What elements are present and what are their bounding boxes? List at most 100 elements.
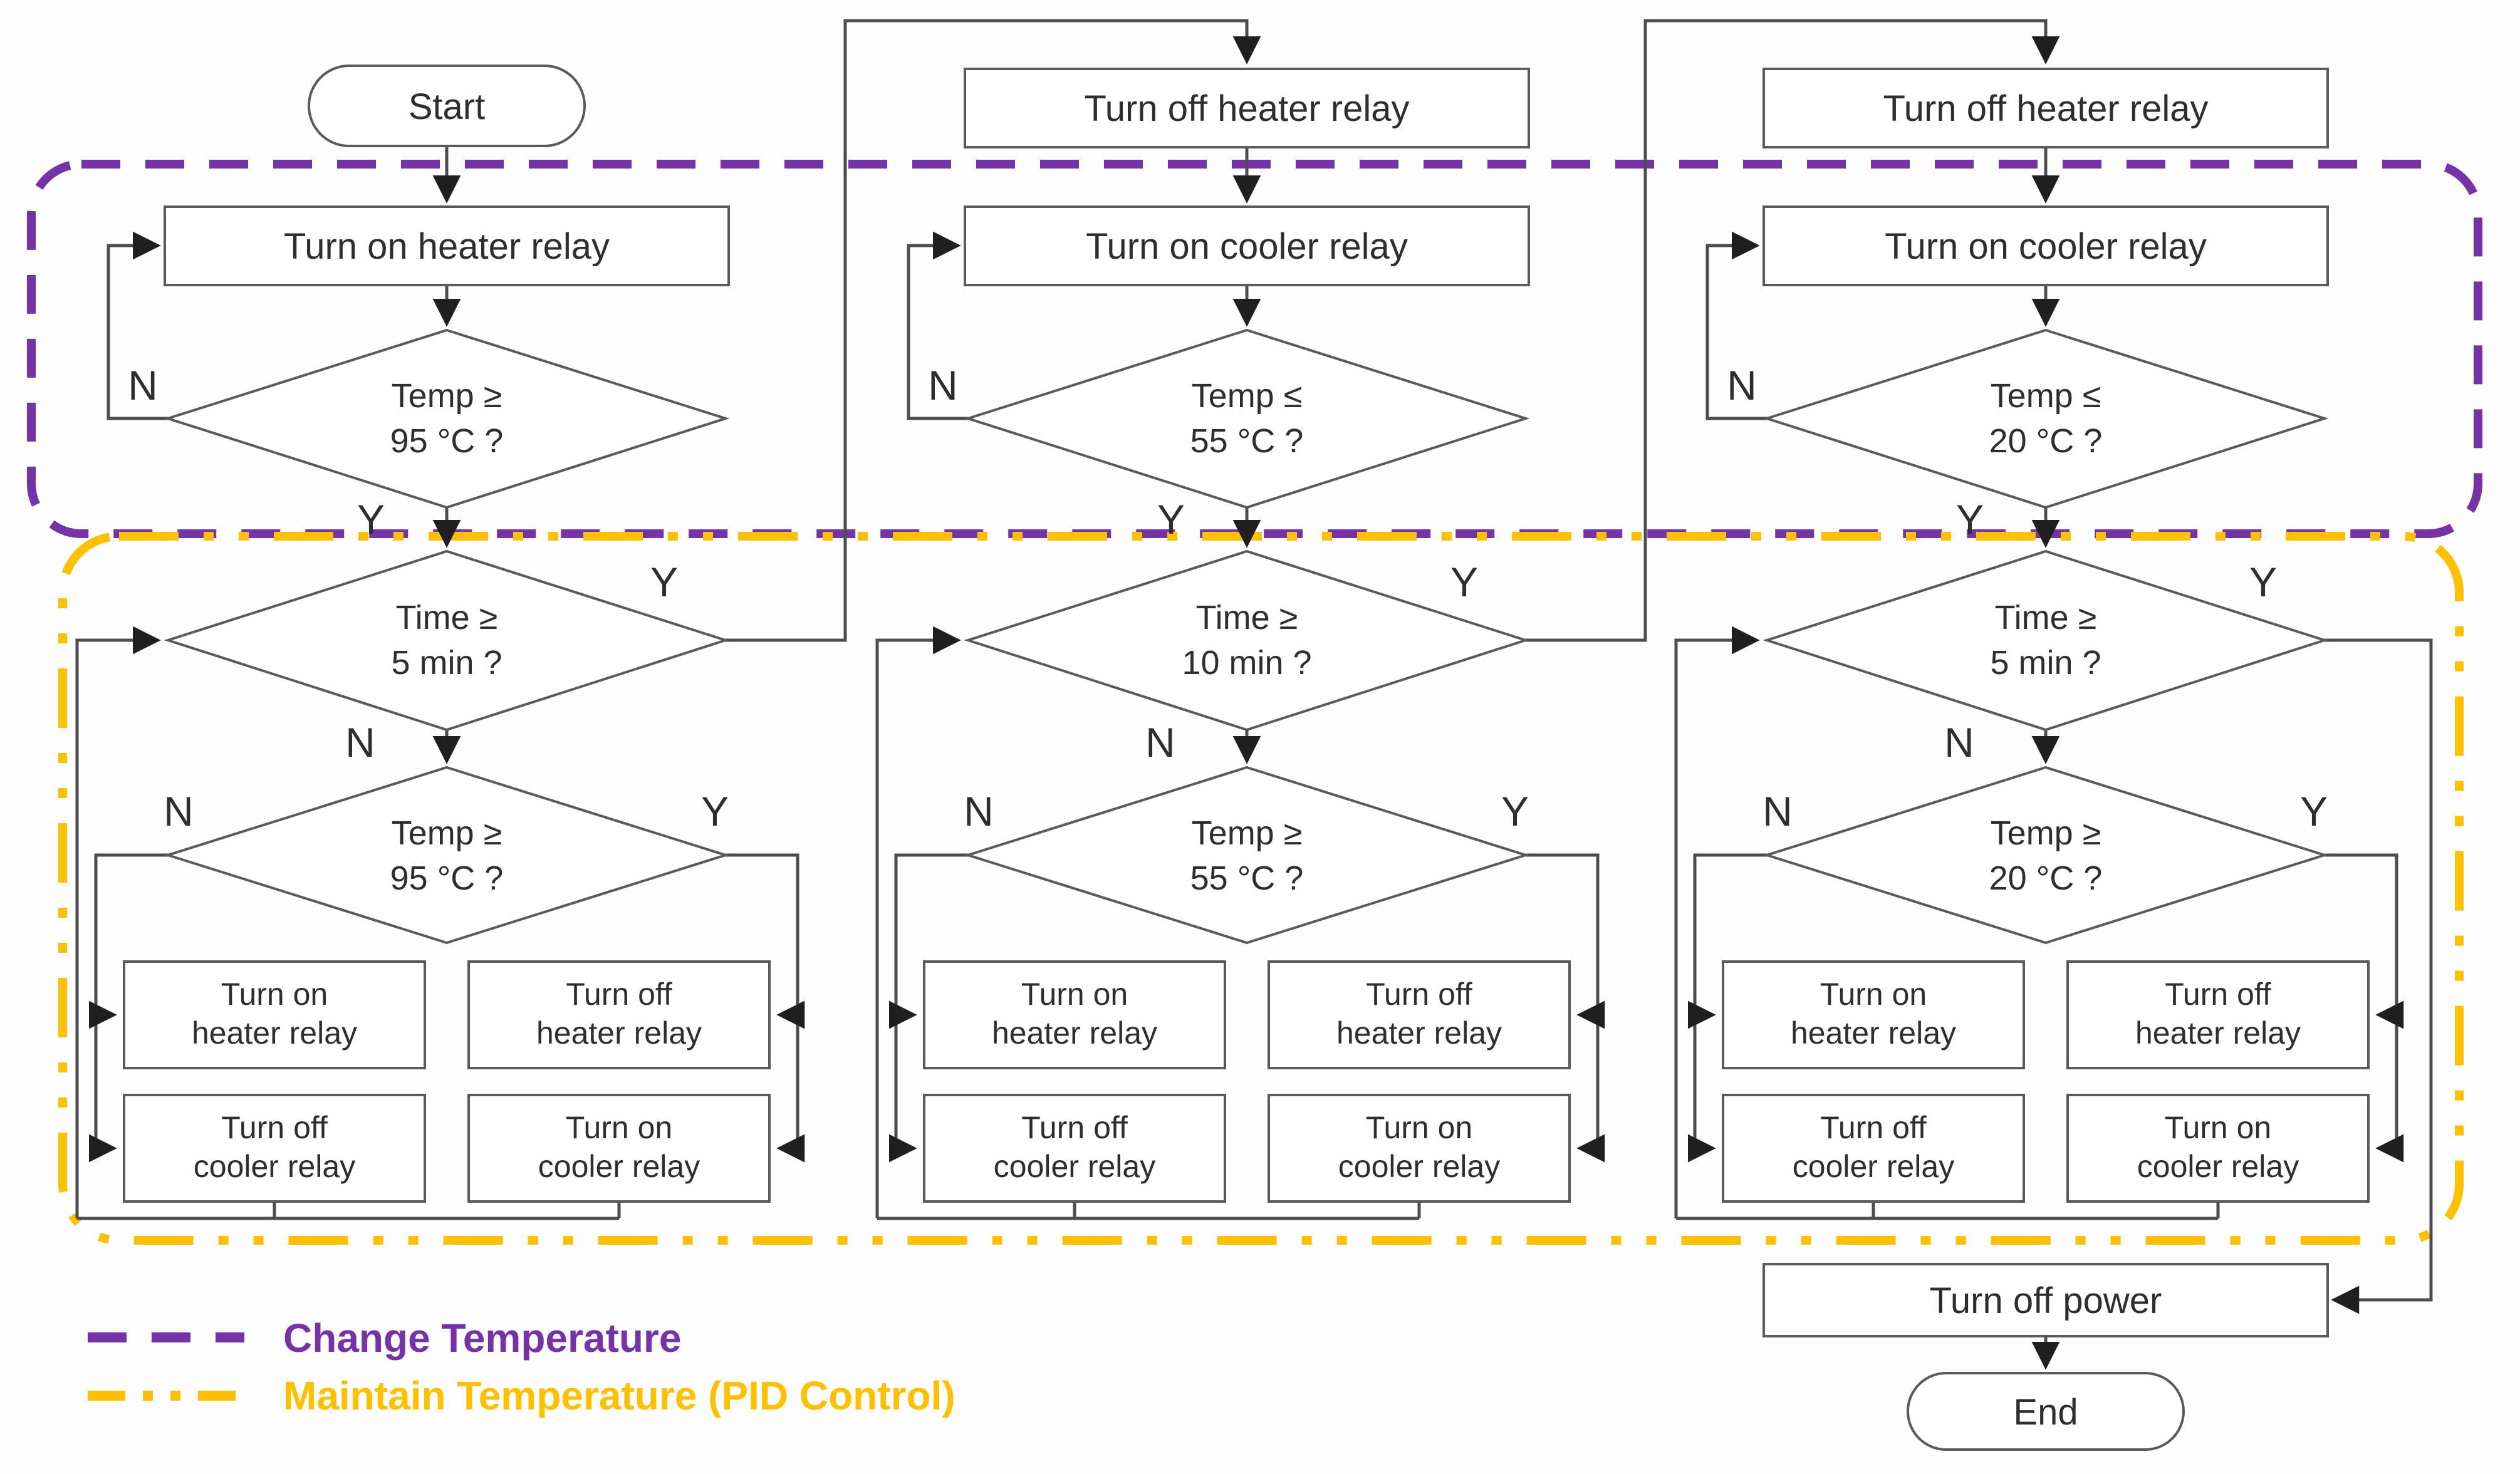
- c2-pid-on-cooler-line2: cooler relay: [1338, 1149, 1500, 1184]
- c3-relay-box: [1762, 205, 2329, 286]
- c3-pid-on-cooler-line2: cooler relay: [2137, 1149, 2299, 1184]
- c3-time-check-line1: Time ≥: [1995, 599, 2097, 636]
- c2-time-check-diamond: [964, 549, 1530, 732]
- c2-pid-on-heater-line1: Turn on: [1021, 977, 1128, 1012]
- c1-pid-box-on-heater: [123, 960, 426, 1069]
- power-off-label: Turn off power: [1930, 1280, 2162, 1321]
- c3-pid-on-heater-line2: heater relay: [1791, 1015, 1956, 1051]
- c3-reach-no-loop-connector: [1705, 231, 1767, 420]
- c3-pid-box-on-cooler: [2066, 1094, 2370, 1203]
- column-stage-55: Turn off heater relay Turn on cooler rel…: [875, 19, 2060, 1220]
- c3-reach-check-line2: 20 °C ?: [1989, 422, 2103, 460]
- c1-pid-on-cooler-line1: Turn on: [566, 1110, 672, 1145]
- c1-pid-off-cooler-line1: Turn off: [221, 1110, 328, 1145]
- c1-pid-off-heater-line1: Turn off: [566, 977, 672, 1012]
- c3-time-no-label: N: [1944, 719, 1974, 766]
- c1-hold-check-line1: Temp ≥: [392, 814, 502, 852]
- c3-pid-off-heater-line2: heater relay: [2135, 1015, 2301, 1051]
- c3-hold-yes-label: Y: [2300, 788, 2328, 834]
- c3-pid-off-heater-line1: Turn off: [2165, 977, 2271, 1012]
- c2-hold-no-label: N: [964, 788, 994, 834]
- c1-time-no-label: N: [345, 719, 375, 766]
- column-stage-95: Start Turn on heater relay Temp ≥ 95 °C …: [75, 19, 1261, 1220]
- c2-pid-box-on-heater: [923, 960, 1226, 1069]
- c2-pid-on-cooler-line1: Turn on: [1366, 1110, 1472, 1145]
- c3-pid-on-heater-line1: Turn on: [1820, 977, 1927, 1012]
- c2-pid-box-off-cooler: [923, 1094, 1226, 1203]
- c1-reach-no-label: N: [128, 362, 158, 408]
- c1-start-terminal: [308, 65, 586, 147]
- c2-reach-no-loop-connector: [907, 231, 968, 420]
- c2-time-yes-to-stage3-connector: [1526, 19, 2060, 642]
- c2-pid-on-heater-line2: heater relay: [992, 1015, 1157, 1051]
- c3-top-box-label: Turn off heater relay: [1883, 88, 2208, 129]
- c1-hold-no-label: N: [164, 788, 194, 834]
- c1-pid-box-on-cooler: [467, 1094, 771, 1203]
- c3-hold-check-line2: 20 °C ?: [1989, 859, 2103, 897]
- change-temperature-region-border: [27, 160, 2482, 538]
- c2-hold-check-line1: Temp ≥: [1192, 814, 1303, 852]
- c1-time-yes-label: Y: [650, 559, 678, 605]
- power-off-box: [1762, 1263, 2329, 1337]
- c2-pid-return-connector: [875, 626, 961, 1218]
- c3-reach-check-diamond: [1762, 328, 2329, 509]
- c3-pid-return-connector: [1674, 626, 1760, 1218]
- c2-top-box-label: Turn off heater relay: [1084, 88, 1409, 129]
- c2-reach-check-diamond: [964, 328, 1530, 509]
- c2-time-check-line2: 10 min ?: [1182, 644, 1311, 682]
- c2-time-check-line1: Time ≥: [1196, 599, 1298, 636]
- c3-pid-box-off-heater: [2066, 960, 2370, 1069]
- c3-time-yes-to-power-connector: [2325, 638, 2433, 1314]
- c2-hold-check-diamond: [964, 766, 1530, 945]
- c2-top-box: [964, 68, 1530, 148]
- c1-pid-off-cooler-line2: cooler relay: [194, 1149, 355, 1184]
- c2-pid-off-cooler-line1: Turn off: [1021, 1110, 1128, 1145]
- maintain-temperature-region-border: [58, 532, 2464, 1245]
- c2-hold-check-line2: 55 °C ?: [1190, 859, 1304, 897]
- c2-time-yes-label: Y: [1450, 559, 1478, 605]
- c2-pid-off-heater-line1: Turn off: [1366, 977, 1472, 1012]
- c1-pid-on-heater-line2: heater relay: [192, 1015, 357, 1051]
- c3-pid-off-cooler-line1: Turn off: [1820, 1110, 1927, 1145]
- c1-relay-box-label: Turn on heater relay: [284, 226, 610, 267]
- c1-pid-on-heater-line1: Turn on: [221, 977, 328, 1012]
- c1-relay-box: [164, 205, 730, 286]
- c2-time-no-label: N: [1145, 719, 1175, 766]
- c3-time-check-line2: 5 min ?: [1990, 644, 2101, 682]
- c1-hold-check-line2: 95 °C ?: [390, 859, 504, 897]
- legend: Change Temperature Maintain Temperature …: [88, 1316, 955, 1418]
- c2-pid-box-off-heater: [1268, 960, 1571, 1069]
- c3-time-yes-label: Y: [2249, 559, 2277, 605]
- c3-relay-box-label: Turn on cooler relay: [1885, 226, 2207, 267]
- c3-pid-box-off-cooler: [1722, 1094, 2025, 1203]
- c1-start-label: Start: [409, 86, 486, 127]
- c1-time-check-line2: 5 min ?: [391, 644, 502, 682]
- c3-reach-no-label: N: [1727, 362, 1757, 408]
- c1-reach-check-diamond: [164, 328, 730, 509]
- c3-pid-box-on-heater: [1722, 960, 2025, 1069]
- c1-pid-return-connector: [75, 626, 161, 1218]
- c1-pid-box-off-cooler: [123, 1094, 426, 1203]
- c3-time-check-diamond: [1762, 549, 2329, 732]
- end-terminal: [1907, 1372, 2185, 1451]
- c2-relay-box: [964, 205, 1530, 286]
- c1-time-yes-to-stage2-connector: [726, 19, 1261, 642]
- c1-pid-on-cooler-line2: cooler relay: [538, 1149, 700, 1184]
- c2-reach-check-line2: 55 °C ?: [1190, 422, 1304, 460]
- c2-reach-no-label: N: [928, 362, 958, 408]
- legend-maintain-temp-label: Maintain Temperature (PID Control): [283, 1373, 955, 1418]
- c1-pid-off-heater-line2: heater relay: [536, 1015, 702, 1051]
- c1-hold-check-diamond: [164, 766, 730, 945]
- c1-reach-no-loop-connector: [107, 231, 168, 420]
- c1-pid-box-off-heater: [467, 960, 771, 1069]
- c3-hold-check-diamond: [1762, 766, 2329, 945]
- c2-relay-box-label: Turn on cooler relay: [1086, 226, 1408, 267]
- c3-hold-no-label: N: [1762, 788, 1793, 834]
- c2-pid-off-cooler-line2: cooler relay: [994, 1149, 1155, 1184]
- c1-time-check-diamond: [164, 549, 730, 732]
- c1-reach-check-line1: Temp ≥: [392, 377, 502, 415]
- c2-reach-check-line1: Temp ≤: [1192, 377, 1303, 415]
- c3-reach-check-line1: Temp ≤: [1991, 377, 2101, 415]
